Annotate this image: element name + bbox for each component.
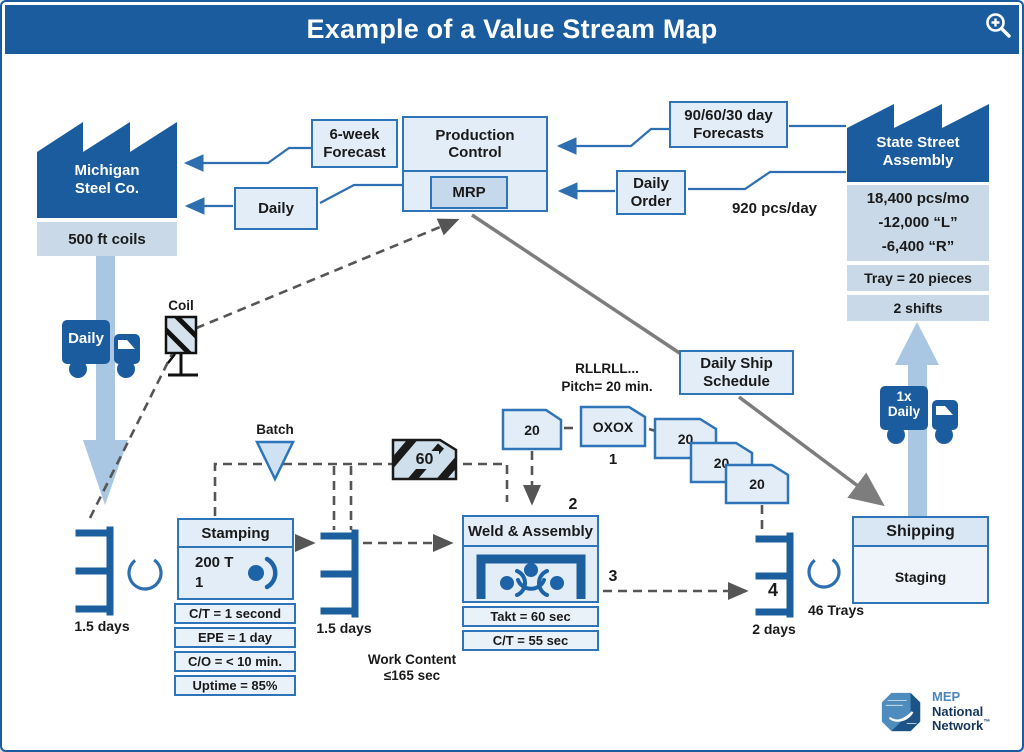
forecasts-to-pc-arrow	[556, 127, 669, 155]
batch-label: Batch	[256, 422, 294, 437]
coil-kanban-post-icon	[164, 315, 198, 377]
batch-loop-dash	[213, 462, 509, 516]
inventory-count-right: 4	[767, 580, 778, 600]
supermarket-right	[755, 532, 794, 618]
data-row: EPE = 1 day	[174, 627, 296, 648]
process-title: Shipping	[854, 518, 987, 547]
factory-icon	[847, 104, 989, 182]
withdrawal-loop-left	[127, 555, 163, 591]
inbound-truck-label: Daily	[68, 330, 104, 347]
process-title: Stamping	[179, 520, 292, 548]
signal-kanban-60: 60	[391, 438, 458, 481]
box-daily: Daily	[234, 187, 318, 230]
zoom-in-icon[interactable]	[984, 11, 1012, 39]
supermarket-left	[75, 526, 114, 616]
pitch-label: Pitch= 20 min.	[561, 379, 653, 394]
mep-logo-icon	[881, 692, 921, 732]
customer-to-dailyorder-line	[688, 170, 846, 191]
process-weld-assembly: Weld & Assembly	[462, 515, 599, 603]
process-stamping: Stamping 200 T 1	[177, 518, 294, 600]
operator-icon	[248, 556, 278, 590]
rate-label: 920 pcs/day	[731, 200, 818, 217]
withdrawal-loop-right	[807, 555, 841, 589]
process-title: Weld & Assembly	[464, 517, 597, 547]
kanban-card-20: 20	[724, 463, 790, 505]
staging-label: Staging	[894, 568, 947, 585]
mrp-to-dailyship-line	[471, 213, 688, 360]
customer-demand-panel: 18,400 pcs/mo-12,000 “L”-6,400 “R”	[847, 185, 989, 261]
inventory-days-right: 2 days	[752, 621, 796, 637]
leveling-number: 1	[608, 451, 618, 468]
pc-to-daily-line	[319, 183, 402, 204]
mep-logo-text: MEP National Network™	[932, 689, 991, 734]
leveling-box-oxox: OXOX	[579, 405, 647, 448]
batch-triangle-icon	[255, 440, 295, 482]
weld-operator-count: 2	[568, 496, 578, 513]
supermarket-mid	[320, 529, 359, 618]
inbound-flow-arrow	[83, 256, 128, 505]
inventory-days-mid: 1.5 days	[316, 620, 372, 636]
coil-to-mrp-dash	[181, 218, 460, 336]
weld-out-number: 3	[608, 568, 618, 585]
sequence-label: RLLRLL...	[575, 361, 639, 376]
data-row: C/T = 55 sec	[462, 630, 599, 651]
trays-label: 46 Trays	[807, 602, 865, 618]
inventory-days-left: 1.5 days	[74, 618, 130, 634]
data-row: Takt = 60 sec	[462, 606, 599, 627]
inbound-truck-icon: Daily	[60, 316, 144, 380]
stamping-operators: 1	[195, 573, 204, 591]
kanban-card-20: 20	[501, 408, 563, 451]
supermarket-to-coil-dash	[88, 353, 174, 519]
forecast-to-supplier-arrow	[183, 146, 311, 172]
data-row: Uptime = 85%	[174, 675, 296, 696]
coils-panel: 500 ft coils	[37, 222, 177, 256]
coil-label: Coil	[168, 298, 194, 313]
data-row: C/T = 1 second	[174, 603, 296, 624]
work-cell-icon	[476, 554, 585, 599]
stamping-detail: 200 T	[195, 554, 234, 571]
mep-logo: MEP National Network™	[878, 686, 1018, 738]
shifts-panel: 2 shifts	[847, 295, 989, 321]
box-mrp: MRP	[430, 176, 508, 209]
page-title: Example of a Value Stream Map	[306, 14, 718, 44]
title-bar: Example of a Value Stream Map	[5, 5, 1019, 54]
data-row: C/O = < 10 min.	[174, 651, 296, 672]
dailyship-to-shipping-arrow	[737, 395, 885, 507]
tray-panel: Tray = 20 pieces	[847, 265, 989, 291]
process-shipping: Shipping Staging	[852, 516, 989, 604]
factory-icon	[37, 122, 177, 218]
work-content-label: Work Content≤165 sec	[367, 652, 457, 683]
